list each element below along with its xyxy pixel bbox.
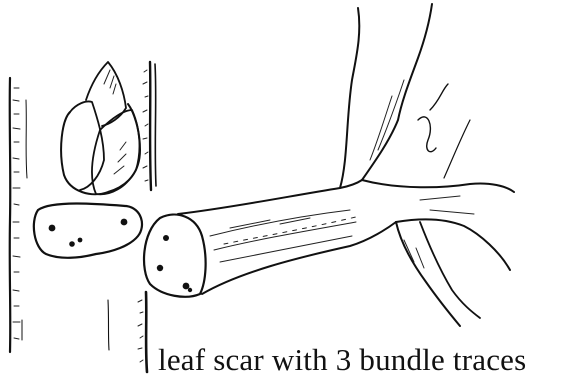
leaf-scar-left [34,204,142,258]
bundle-trace-dot [183,283,190,290]
bundle-trace-dot [49,225,56,232]
bundle-trace-dot [78,238,83,243]
bud [61,62,140,194]
bundle-trace-dot [157,265,163,271]
figure-caption: leaf scar with 3 bundle traces [158,344,526,375]
main-stem [10,62,156,372]
petiole-branch [144,4,514,326]
bundle-trace-dot [121,219,128,226]
bundle-trace-dot [69,241,75,247]
bundle-trace-dot [163,235,169,241]
bundle-trace-dot [188,288,192,292]
